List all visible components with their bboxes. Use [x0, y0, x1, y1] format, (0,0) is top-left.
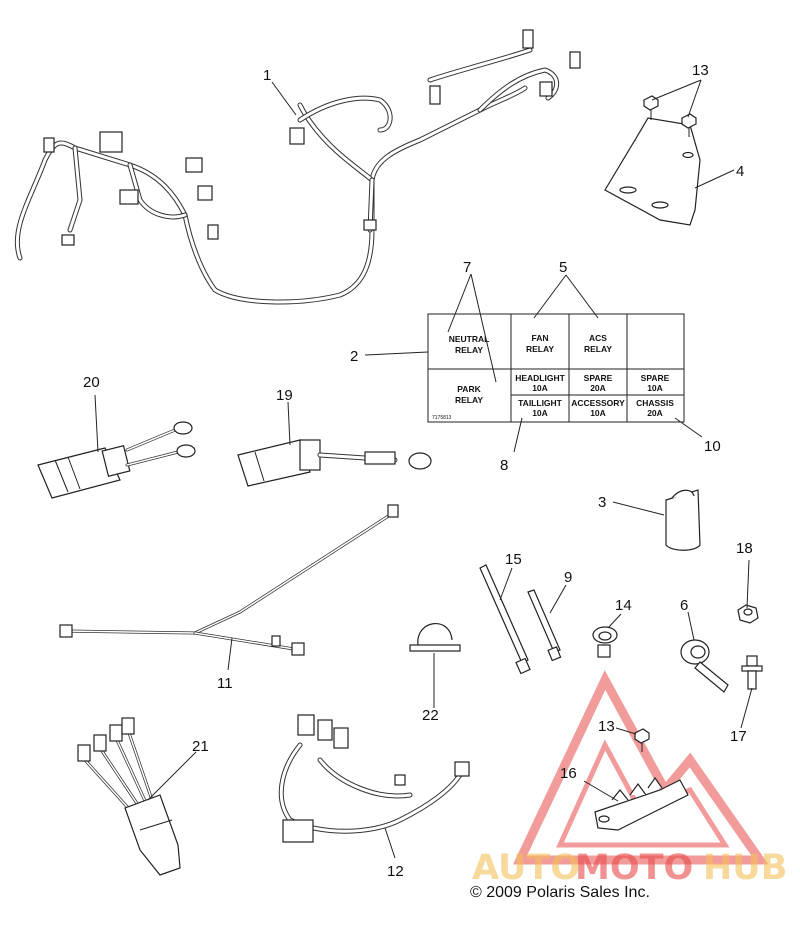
callout-numbers: 1 2 3 4 5 6 7 8 9 10 11 12 13 13 14 15 1… — [83, 62, 753, 880]
svg-text:20A: 20A — [647, 408, 663, 418]
decal-part-number: 7175813 — [432, 415, 452, 421]
harness-connector — [289, 127, 305, 145]
svg-text:20A: 20A — [590, 383, 606, 393]
callout-2: 2 — [350, 348, 358, 365]
pigtail-part-21 — [77, 717, 181, 876]
callout-10: 10 — [704, 438, 721, 455]
harness-connector — [61, 234, 75, 246]
callout-4: 4 — [736, 163, 744, 180]
callout-17: 17 — [730, 728, 747, 745]
screw-part-13-lower — [634, 728, 650, 752]
decal-labels: NEUTRAL RELAY FAN RELAY ACS RELAY PARK R… — [432, 333, 674, 421]
svg-text:10A: 10A — [532, 383, 548, 393]
boot-part-3 — [665, 489, 701, 551]
cable-tie-part-15 — [479, 564, 531, 675]
decal-fan-relay: FAN — [532, 333, 549, 343]
callout-7: 7 — [463, 259, 471, 276]
bolt-part-17 — [741, 655, 763, 690]
harness-connector — [119, 189, 139, 205]
harness-part-11 — [59, 504, 399, 656]
decal-accessory: ACCESSORY — [571, 398, 625, 408]
svg-text:RELAY: RELAY — [455, 345, 483, 355]
nut-part-18 — [737, 604, 759, 624]
harness-connector — [197, 185, 213, 201]
callout-1: 1 — [263, 67, 271, 84]
callout-5: 5 — [559, 259, 567, 276]
callout-13-lower: 13 — [598, 718, 615, 735]
watermark-logo — [512, 670, 769, 865]
callout-15: 15 — [505, 551, 522, 568]
harness-connector — [522, 29, 534, 49]
clip-part-22 — [409, 623, 461, 652]
callout-18: 18 — [736, 540, 753, 557]
harness-connector — [207, 224, 219, 240]
bracket-part-4 — [604, 117, 701, 226]
harness-connector — [43, 137, 55, 153]
cable-part-19 — [237, 439, 432, 487]
watermark-text: AUTO MOTO HUB — [472, 848, 787, 888]
svg-text:RELAY: RELAY — [584, 344, 612, 354]
callout-11: 11 — [217, 675, 233, 692]
callout-3: 3 — [598, 494, 606, 511]
callout-22: 22 — [422, 707, 439, 724]
svg-text:RELAY: RELAY — [455, 395, 483, 405]
leader-lines — [94, 79, 753, 859]
callout-12: 12 — [387, 863, 404, 880]
svg-text:10A: 10A — [590, 408, 606, 418]
watermark-auto: AUTO — [472, 848, 580, 888]
callout-8: 8 — [500, 457, 508, 474]
decal-spare-10a: SPARE — [641, 373, 670, 383]
harness-connector — [569, 51, 581, 69]
watermark-moto: MOTO — [575, 848, 693, 888]
main-wiring-harness — [14, 29, 581, 305]
p-clip-part-6 — [680, 639, 729, 693]
harness-connector — [363, 219, 377, 231]
watermark-hub: HUB — [703, 848, 787, 888]
callout-9: 9 — [564, 569, 572, 586]
svg-text:10A: 10A — [532, 408, 548, 418]
terminal-block-part-16 — [594, 776, 689, 831]
harness-connector — [185, 157, 203, 173]
decal-acs-relay: ACS — [589, 333, 607, 343]
decal-park-relay: PARK — [457, 384, 481, 394]
decal-spare-20a: SPARE — [584, 373, 613, 383]
svg-text:10A: 10A — [647, 383, 663, 393]
callout-21: 21 — [192, 738, 209, 755]
harness-part-12 — [278, 714, 470, 843]
cable-part-20 — [37, 421, 196, 499]
callout-16: 16 — [560, 765, 577, 782]
callout-6: 6 — [680, 597, 688, 614]
harness-connector — [539, 81, 553, 97]
callout-19: 19 — [276, 387, 293, 404]
callout-13-top: 13 — [692, 62, 709, 79]
callout-20: 20 — [83, 374, 100, 391]
clamp-part-14 — [592, 626, 618, 658]
decal-neutral-relay: NEUTRAL — [449, 334, 490, 344]
callout-14: 14 — [615, 597, 632, 614]
decal-headlight: HEADLIGHT — [515, 373, 565, 383]
fuse-relay-decal — [427, 313, 685, 423]
harness-connector — [99, 131, 123, 153]
svg-text:RELAY: RELAY — [526, 344, 554, 354]
decal-chassis: CHASSIS — [636, 398, 674, 408]
cable-tie-part-9 — [527, 589, 562, 662]
decal-taillight: TAILLIGHT — [518, 398, 563, 408]
harness-connector — [429, 85, 441, 105]
copyright-notice: © 2009 Polaris Sales Inc. — [470, 884, 650, 901]
